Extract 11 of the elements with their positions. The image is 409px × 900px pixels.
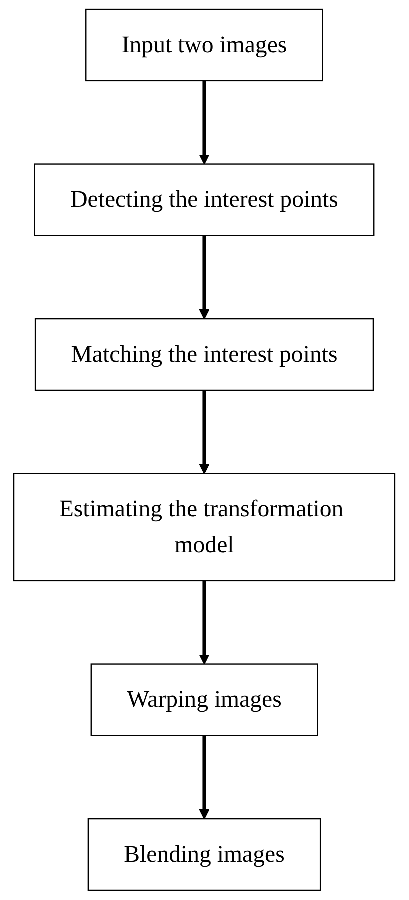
arrow [199, 80, 210, 165]
node-box: Blending images [88, 818, 322, 892]
arrow [199, 390, 210, 474]
node-box: Detecting the interest points [34, 164, 375, 236]
arrow [199, 736, 210, 820]
arrow [199, 236, 210, 320]
node-box: Estimating the transformation model [13, 473, 396, 582]
node-box: Warping images [90, 664, 318, 736]
arrow [199, 580, 210, 665]
node-box: Input two images [86, 8, 324, 82]
node-box: Matching the interest points [34, 318, 374, 392]
